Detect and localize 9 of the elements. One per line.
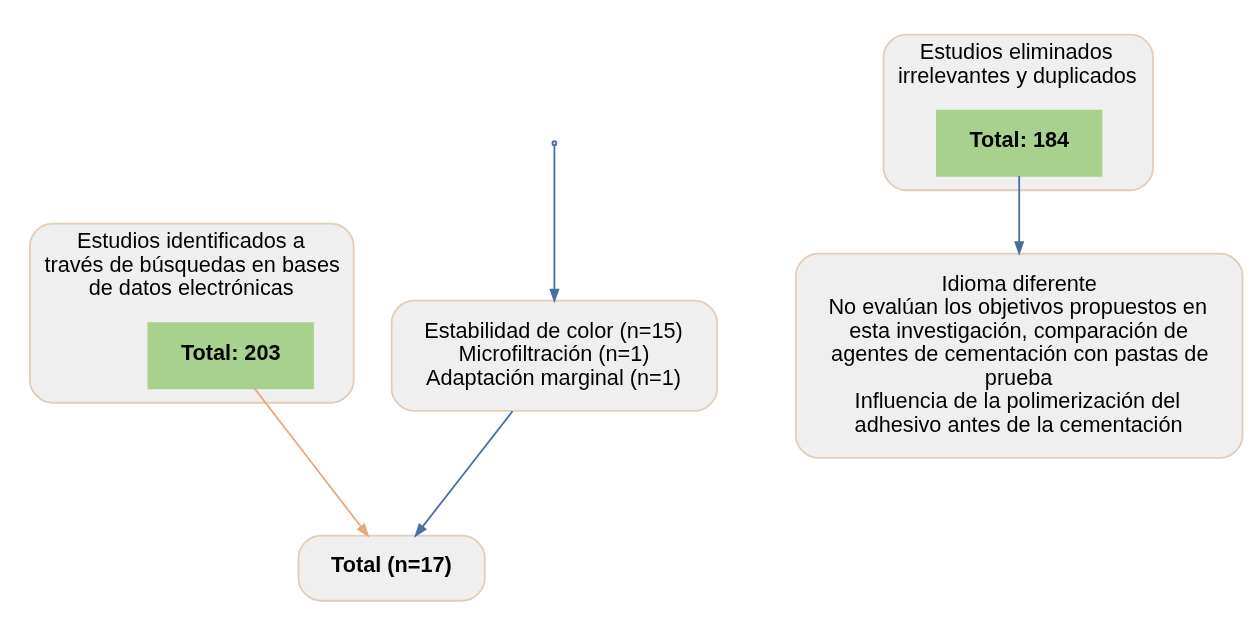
node-box: Idioma diferente No evalúan los objetivos propuestos en esta investigación, comparación de agentes de cementación con pastas de prueba Influencia de la polimerización del adhesivo antes de la cementación xyxy=(794,252,1244,459)
node-box: Estabilidad de color (n=15) Microfiltración (n=1) Adaptación marginal (n=1) xyxy=(390,299,719,412)
arrow xyxy=(1014,174,1025,256)
node-box: Total: 184 xyxy=(936,109,1103,177)
arrow xyxy=(549,143,560,303)
node-box: Total (n=17) xyxy=(297,534,486,602)
node-box: Total: 203 xyxy=(147,321,314,389)
arrow xyxy=(253,386,370,538)
arrow xyxy=(414,409,514,538)
